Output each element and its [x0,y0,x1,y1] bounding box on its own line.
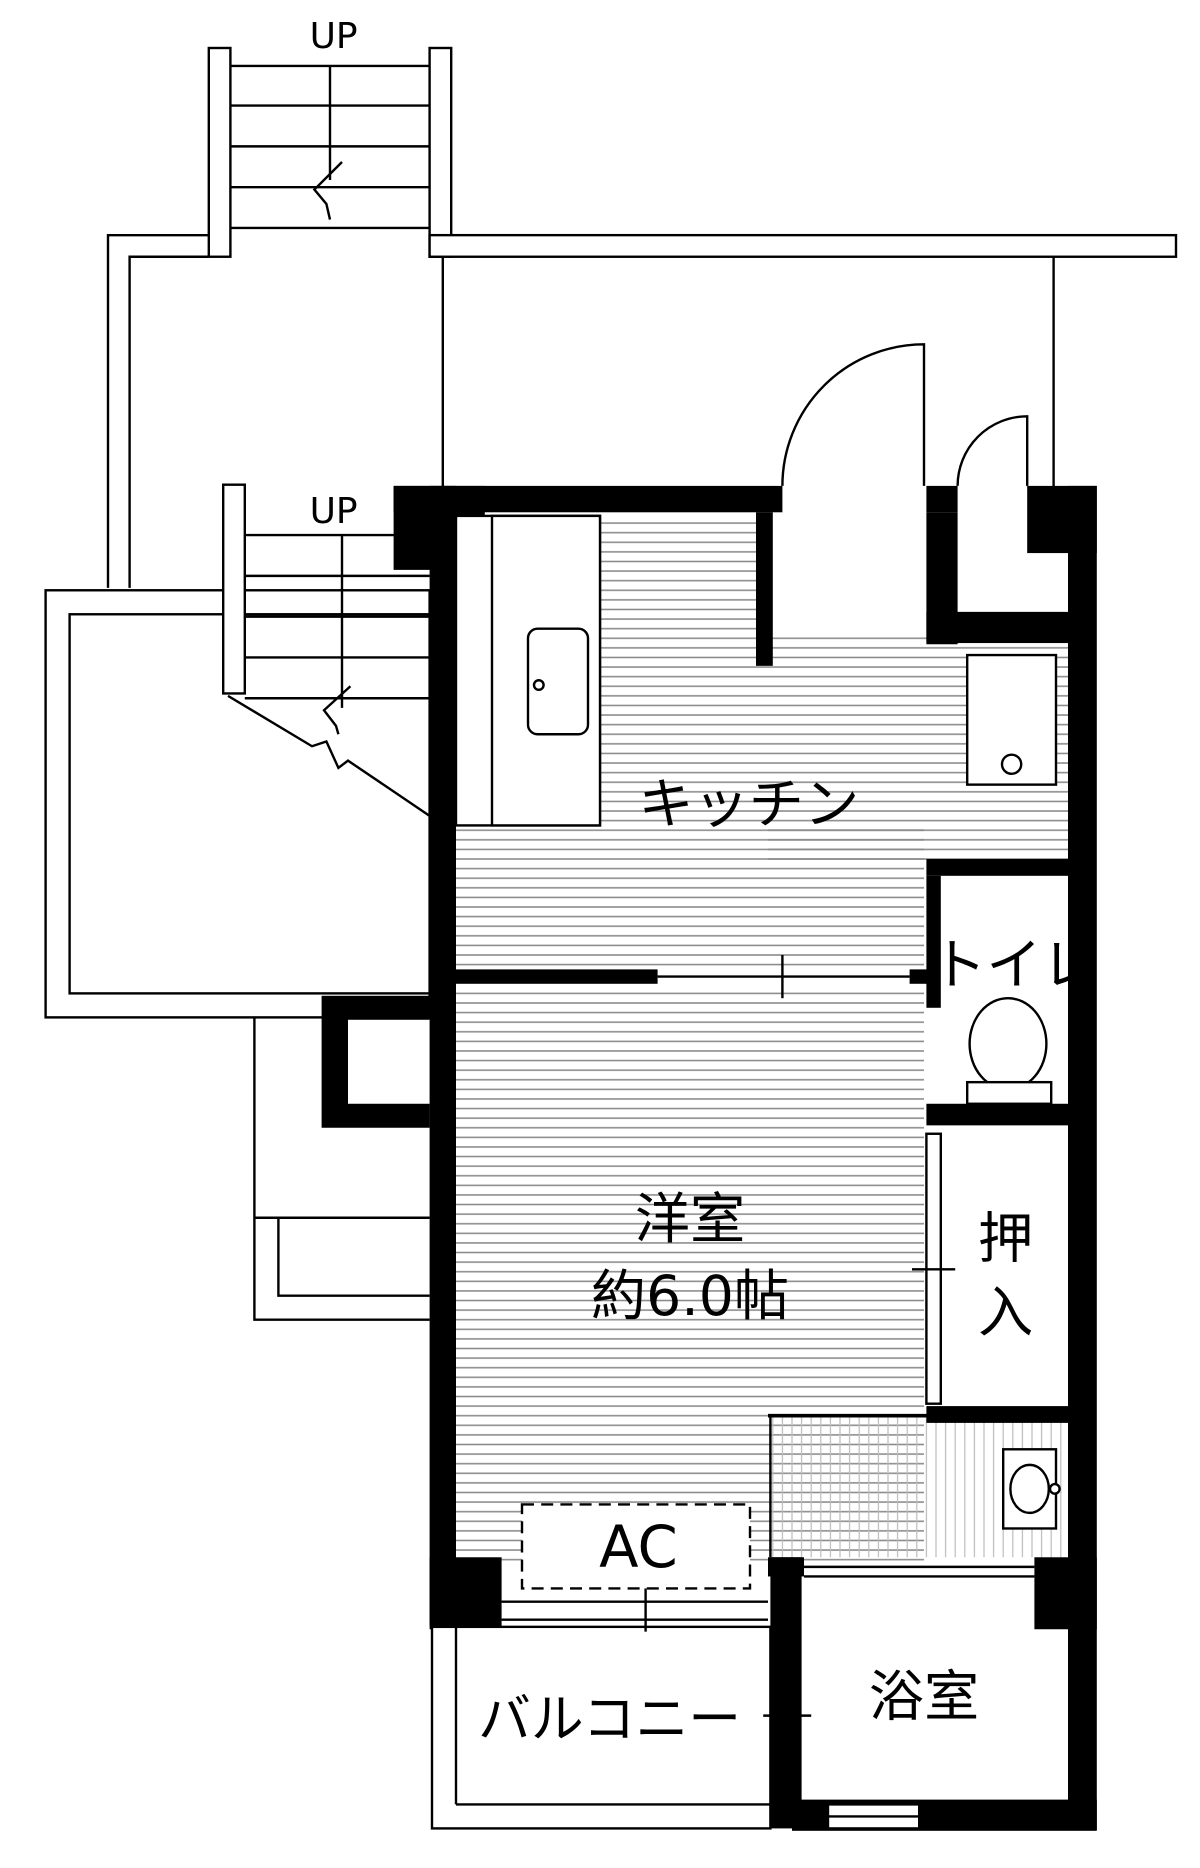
stair-upper-label: UP [310,16,358,57]
ac-unit [520,1503,752,1590]
kitchen-label: キッチン [638,773,859,837]
common-corridor [106,233,1178,588]
western-room-label: 洋室 [635,1188,745,1252]
balcony-label: バルコニー [478,1689,741,1750]
upper-staircase [207,46,453,258]
toilet-fixture [965,996,1053,1105]
interior-lines [430,514,1068,1830]
lower-staircase [44,483,431,1019]
kitchen-floor-lower [453,827,924,970]
toilet-label: トイレ [931,934,1097,998]
wash-basin [1001,1448,1061,1530]
western-room-size-label: 約6.0帖 [591,1265,789,1329]
entrance-door [781,343,1029,486]
exterior-structures [253,995,430,1321]
closet-label-line1: 押 [978,1207,1033,1271]
closet-label-line2: 入 [978,1282,1033,1346]
stair-lower-label: UP [310,491,358,532]
washing-machine [965,653,1058,786]
ac-label: AC [599,1514,678,1581]
kitchen-floor [600,515,768,828]
exterior-walls [393,485,1097,1831]
bathroom-label: 浴室 [869,1666,979,1730]
kitchen-sink [526,627,590,736]
